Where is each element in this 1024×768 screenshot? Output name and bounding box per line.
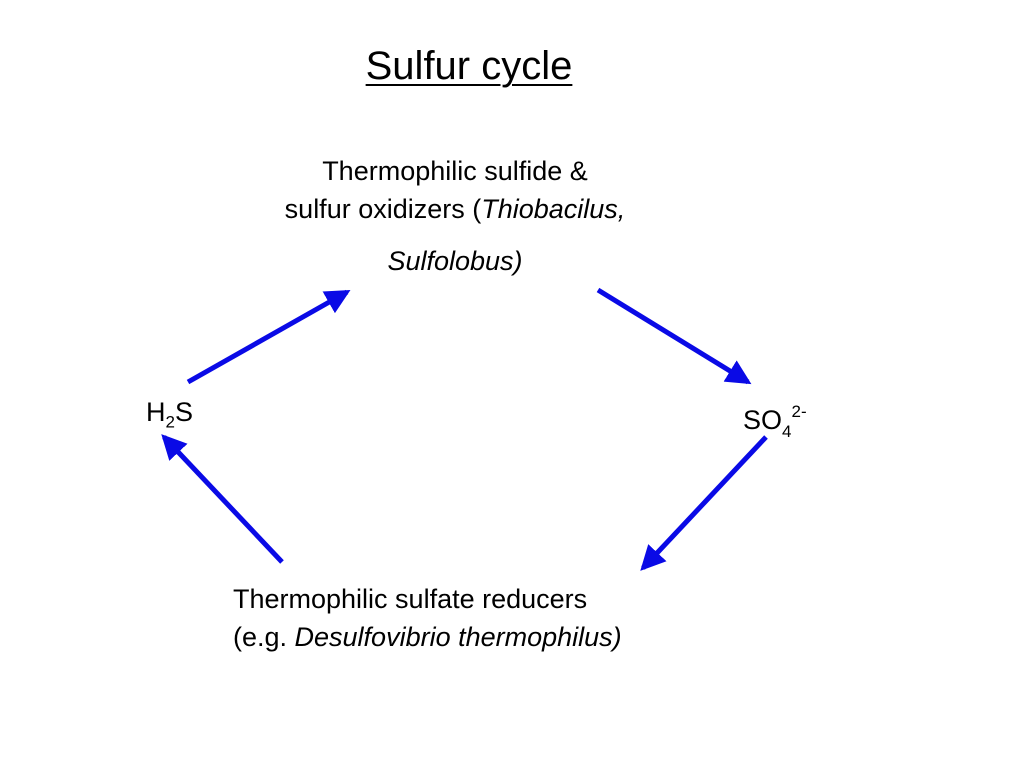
h2s-base: H: [146, 397, 166, 427]
reducers-line-1: Thermophilic sulfate reducers: [233, 584, 588, 614]
oxidizers-line-2: sulfur oxidizers (Thiobacilus,: [195, 190, 715, 228]
oxidizers-genus-sulfolobus: Sulfolobus): [387, 246, 523, 276]
sulfate-subscript: 4: [782, 422, 792, 442]
h2s-formula: H2S: [146, 395, 193, 432]
oxidizers-line-1: Thermophilic sulfide &: [322, 156, 588, 186]
sulfate-formula: SO42-: [743, 402, 807, 440]
slide-title: Sulfur cycle: [0, 40, 938, 92]
reducers-species: Desulfovibrio thermophilus): [294, 622, 622, 652]
reducers-line-2-prefix: (e.g.: [233, 622, 295, 652]
arrow-h2s-to-oxidizers: [186, 289, 351, 385]
oxidizers-genus-thiobacilus: Thiobacilus,: [481, 194, 626, 224]
h2s-tail: S: [174, 397, 193, 427]
oxidizers-line-3: Sulfolobus): [195, 242, 715, 280]
oxidizers-label: Thermophilic sulfide & sulfur oxidizers …: [195, 152, 715, 280]
oxidizers-line-2-prefix: sulfur oxidizers (: [284, 194, 482, 224]
arrow-oxidizers-to-sulfate: [596, 287, 752, 385]
title-text: Sulfur cycle: [365, 44, 573, 88]
arrow-reducers-to-h2s: [161, 434, 284, 564]
arrow-sulfate-to-reducers: [640, 435, 768, 571]
reducers-line-2: (e.g. Desulfovibrio thermophilus): [233, 618, 622, 656]
sulfate-base: SO: [743, 405, 783, 435]
sulfate-charge: 2-: [791, 402, 807, 421]
h2s-subscript: 2: [165, 412, 175, 432]
reducers-label: Thermophilic sulfate reducers (e.g. Desu…: [233, 580, 622, 656]
